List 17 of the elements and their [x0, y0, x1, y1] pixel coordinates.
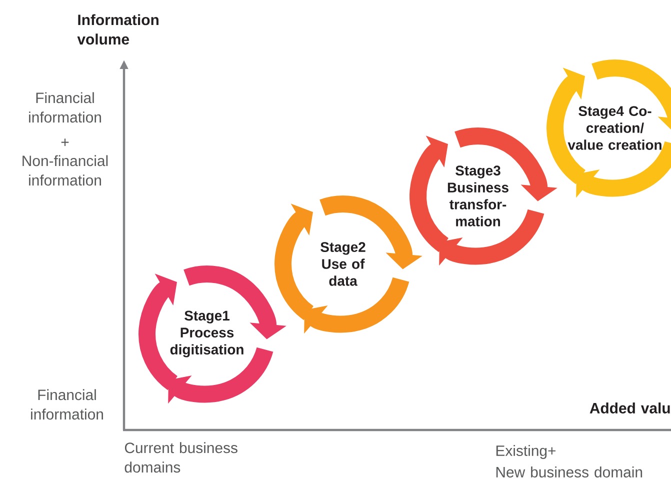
node-label: Stage2 Use of data: [320, 242, 366, 286]
node-label: Stage1 Process digitisation: [170, 310, 244, 358]
stage-cycle: Stage2 Use of data: [274, 196, 422, 334]
axis-title: Added valu: [590, 402, 670, 414]
axis-label: Existing+: [496, 445, 556, 459]
axis-title: Information volume: [77, 14, 158, 45]
axis-label: Financial information: [29, 92, 101, 123]
node-label: Stage3 Business transfor- mation: [448, 166, 508, 226]
stage-cycle: Stage1 Process digitisation: [138, 266, 286, 404]
axis-label: +: [61, 138, 69, 146]
axis-label: New business domain: [496, 466, 642, 478]
axis-label: Current business domains: [124, 442, 238, 473]
node-label: Stage4 Co-creation/ value creation: [568, 106, 662, 150]
stage-cycle: Stage4 Co-creation/ value creation: [546, 60, 671, 198]
axis-label: Non-financial information: [22, 155, 108, 186]
stage-cycle: Stage3 Business transfor- mation: [410, 128, 558, 266]
axis-label: Financial information: [31, 389, 103, 420]
